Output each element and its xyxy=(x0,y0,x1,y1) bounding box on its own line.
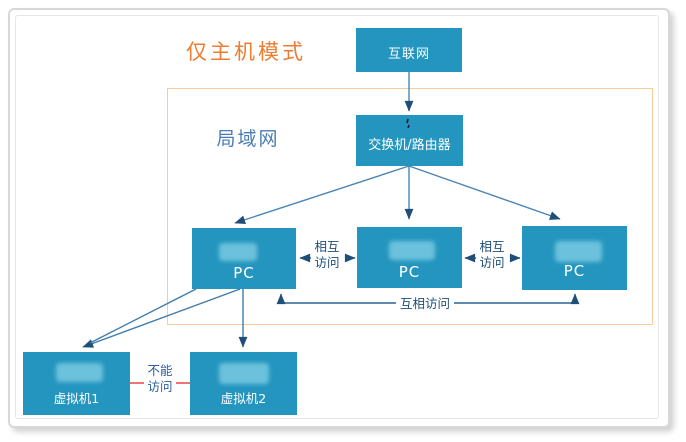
redacted-text-blur xyxy=(389,241,435,260)
node-pc-2-label: PC xyxy=(398,263,421,281)
redacted-text-blur xyxy=(219,363,269,384)
redacted-text-blur xyxy=(219,243,257,261)
node-vm-2-label: 虚拟机2 xyxy=(220,391,267,406)
redacted-text-blur xyxy=(56,363,103,382)
lan-label: 局域网 xyxy=(216,128,280,150)
label-mutual-access-left: 相互 访问 xyxy=(314,239,340,271)
node-switch-router-label: 交换机/路由器 xyxy=(368,138,451,153)
diagram-title: 仅主机模式 xyxy=(186,40,306,64)
node-pc-1-label: PC xyxy=(233,264,255,282)
node-switch-router[interactable]: 交换机/路由器 xyxy=(356,115,463,166)
label-no-access: 不能 访问 xyxy=(147,363,173,395)
node-internet-label: 互联网 xyxy=(387,47,430,62)
node-vm-1-label: 虚拟机1 xyxy=(53,391,100,406)
label-mutual-access-right: 相互 访问 xyxy=(479,239,505,271)
node-internet[interactable]: 互联网 xyxy=(356,28,462,72)
node-pc-3-label: PC xyxy=(563,262,586,280)
label-mutual-access-bottom: 互相访问 xyxy=(396,296,454,313)
redacted-text-blur xyxy=(555,241,602,262)
lan-boundary-box xyxy=(167,88,653,325)
node-vm-1[interactable]: 虚拟机1 xyxy=(23,352,130,415)
